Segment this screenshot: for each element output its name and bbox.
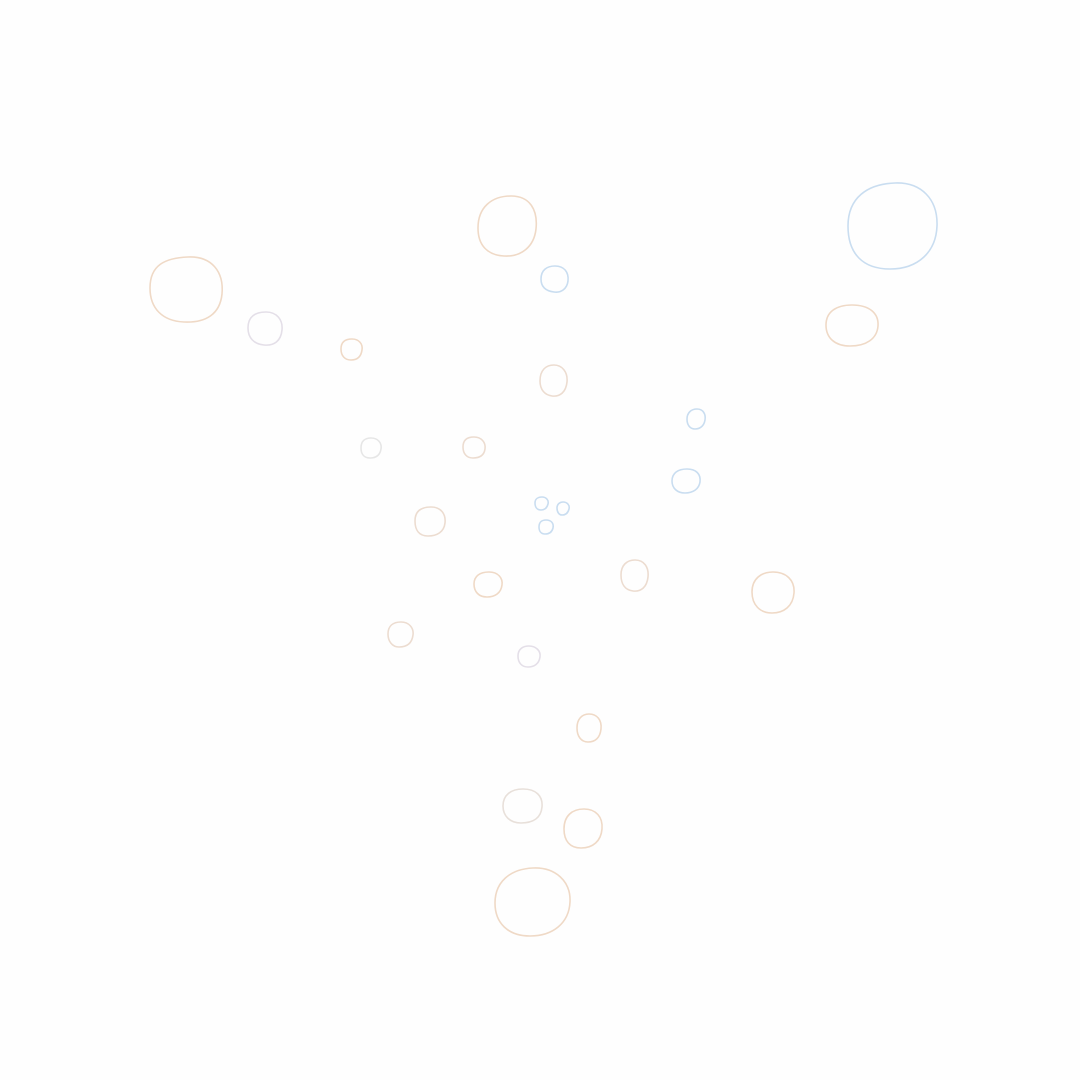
bubble-ring xyxy=(556,501,570,516)
bubble-ring xyxy=(462,436,486,459)
bubble-ring xyxy=(473,571,503,598)
bubble-ring xyxy=(620,559,649,592)
bubble-ring xyxy=(340,338,363,361)
bubble-ring xyxy=(563,808,603,849)
bubble-ring xyxy=(539,364,568,397)
bubble-ring xyxy=(576,713,602,743)
bubble-ring xyxy=(387,621,414,648)
bubble-ring xyxy=(517,645,541,668)
bubble-ring xyxy=(414,506,446,537)
bubble-ring xyxy=(538,519,554,535)
bubble-ring xyxy=(477,195,538,257)
bubble-ring xyxy=(360,437,382,459)
bubble-ring xyxy=(847,182,938,270)
bubble-ring xyxy=(502,788,543,824)
bubble-ring xyxy=(671,468,701,494)
bubble-ring xyxy=(751,571,795,614)
bubble-ring xyxy=(686,408,706,430)
bubble-ring xyxy=(534,496,549,511)
bubble-ring xyxy=(149,256,223,323)
bubble-rings-icon xyxy=(149,182,938,937)
bubble-ring xyxy=(825,304,879,347)
bubble-ring xyxy=(494,867,571,937)
bubble-ring xyxy=(247,311,283,346)
bubble-ring xyxy=(540,265,569,293)
